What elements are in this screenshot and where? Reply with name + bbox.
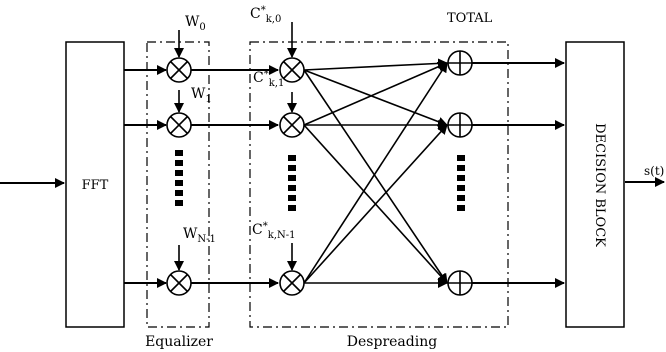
adder-ellipsis: [457, 155, 465, 211]
output-label: s(t): [644, 164, 664, 178]
decision-block: [565, 41, 625, 328]
w0-label: W0: [185, 14, 206, 33]
adder-0: [447, 50, 473, 76]
fft-block: [65, 41, 125, 328]
eq-multiplier-n1: [166, 270, 192, 296]
cn1-label: C*k,N-1: [252, 221, 295, 241]
eq-ellipsis: [175, 150, 183, 206]
eq-multiplier-0: [166, 57, 192, 83]
despreading-label: Despreading: [347, 334, 437, 350]
total-label: TOTAL: [447, 11, 493, 26]
adder-1: [447, 112, 473, 138]
c1-label: C*k,1: [253, 69, 284, 89]
desp-ellipsis: [288, 155, 296, 211]
decision-block-label: DECISION BLOCK: [592, 123, 607, 247]
wn1-label: WN-1: [183, 226, 216, 245]
fft-label: FFT: [82, 178, 109, 193]
desp-multiplier-n1: [279, 270, 305, 296]
adder-n1: [447, 270, 473, 296]
equalizer-label: Equalizer: [145, 334, 213, 350]
eq-multiplier-1: [166, 112, 192, 138]
w1-label: W1: [191, 86, 212, 105]
c0-label: C*k,0: [250, 5, 281, 25]
despreading-group-box: [249, 41, 509, 328]
desp-multiplier-1: [279, 112, 305, 138]
cross-connections: [303, 58, 448, 288]
equalizer-group-box: [146, 41, 210, 328]
